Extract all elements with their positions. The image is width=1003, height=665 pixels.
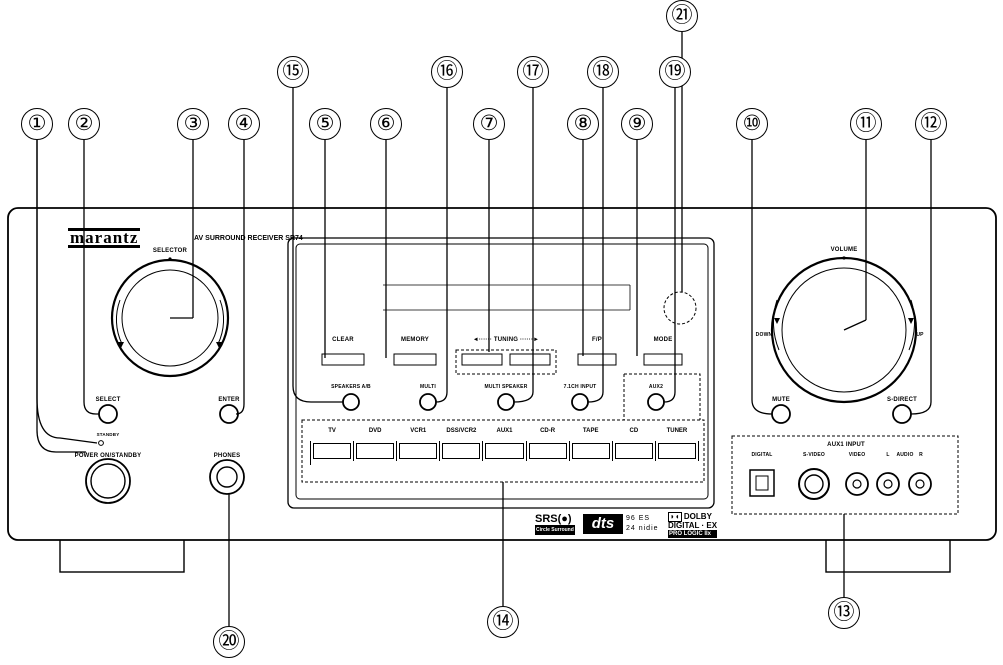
standby-label: STANDBY — [96, 432, 120, 437]
source-key — [528, 443, 567, 459]
callout-4: ④ — [228, 108, 260, 140]
mute-label: MUTE — [772, 397, 790, 403]
volume-label: VOLUME — [830, 247, 858, 253]
source-button-tape[interactable]: TAPE — [570, 428, 613, 461]
callout-3: ③ — [177, 108, 209, 140]
source-key — [657, 443, 696, 459]
source-key — [313, 443, 352, 459]
l-label: L — [886, 452, 890, 458]
callout-18: ⑱ — [587, 56, 619, 88]
source-label: TUNER — [666, 428, 688, 434]
display-inner — [295, 243, 709, 500]
source-button-row: TV DVD VCR1 DSS/VCR2 AUX1 CD-R TAPE CD TUNER — [310, 428, 699, 465]
callout-11: ⑪ — [850, 108, 882, 140]
source-key — [614, 443, 653, 459]
callout-6: ⑥ — [370, 108, 402, 140]
callout-12: ⑫ — [915, 108, 947, 140]
video-label: VIDEO — [848, 452, 866, 458]
source-button-tv[interactable]: TV — [311, 428, 355, 461]
power-label: POWER ON/STANDBY — [74, 453, 142, 459]
callout-21: ㉑ — [666, 0, 698, 32]
callout-8: ⑧ — [567, 108, 599, 140]
source-button-vcr1[interactable]: VCR1 — [397, 428, 441, 461]
right-foot — [825, 537, 951, 573]
source-button-aux1[interactable]: AUX1 — [483, 428, 527, 461]
source-button-tuner[interactable]: TUNER — [656, 428, 699, 461]
source-key — [571, 443, 610, 459]
source-label: VCR1 — [410, 428, 427, 434]
brand-logo: marantz — [68, 228, 141, 248]
digital-label: DIGITAL — [751, 452, 773, 458]
source-button-dss-vcr2[interactable]: DSS/VCR2 — [440, 428, 484, 461]
s-video-label: S-VIDEO — [803, 452, 825, 458]
callout-17: ⑰ — [517, 56, 549, 88]
model-name: AV SURROUND RECEIVER SR74 — [194, 235, 303, 242]
callout-14: ⑭ — [487, 606, 519, 638]
fp-label: F/P — [592, 337, 602, 343]
dts-logo: dts — [583, 514, 623, 534]
callout-1: ① — [21, 108, 53, 140]
tuning-label: ◄······ TUNING ······► — [472, 337, 540, 343]
callout-7: ⑦ — [473, 108, 505, 140]
dolby-logo: ◗◖ DOLBY DIGITAL · EX PRO LOGIC IIx — [668, 512, 718, 538]
callout-10: ⑩ — [736, 108, 768, 140]
source-key — [399, 443, 438, 459]
down-label: DOWN — [755, 332, 773, 338]
up-label: UP — [916, 332, 924, 338]
clear-label: CLEAR — [332, 337, 354, 343]
callout-19: ⑲ — [659, 56, 691, 88]
mode-label: MODE — [653, 337, 673, 343]
callout-13: ⑬ — [828, 597, 860, 629]
source-key — [485, 443, 524, 459]
display-frame — [287, 237, 715, 509]
source-button-cd-r[interactable]: CD-R — [527, 428, 570, 461]
remote-sensor — [663, 291, 697, 325]
s-direct-label: S-DIRECT — [887, 397, 917, 403]
source-label: DVD — [368, 428, 382, 434]
aux2-label: AUX2 — [648, 384, 664, 390]
callout-20: ⑳ — [213, 626, 245, 658]
selector-label: SELECTOR — [152, 248, 188, 254]
source-label: TAPE — [582, 428, 599, 434]
ch71-input-label: 7.1CH INPUT — [563, 384, 597, 390]
memory-label: MEMORY — [401, 337, 429, 343]
audio-label: AUDIO — [896, 452, 914, 458]
source-label: CD-R — [540, 428, 556, 434]
source-label: CD — [629, 428, 639, 434]
source-label: TV — [328, 428, 336, 434]
source-key — [442, 443, 481, 459]
callout-2: ② — [68, 108, 100, 140]
speakers-ab-label: SPEAKERS A/B — [331, 384, 371, 390]
dts-spec: 96 ES 24 nidie — [626, 515, 659, 532]
aux1-input-label: AUX1 INPUT — [827, 442, 865, 448]
r-label: R — [919, 452, 923, 458]
enter-label: ENTER — [218, 397, 240, 403]
phones-label: PHONES — [213, 453, 241, 459]
callout-5: ⑤ — [309, 108, 341, 140]
srs-logo: SRS(●) Circle Surround — [535, 513, 575, 535]
source-label: DSS/VCR2 — [446, 428, 477, 434]
select-label: SELECT — [95, 397, 121, 403]
source-button-dvd[interactable]: DVD — [354, 428, 398, 461]
multi-label: MULTI — [420, 384, 436, 390]
callout-16: ⑯ — [431, 56, 463, 88]
source-label: AUX1 — [496, 428, 513, 434]
callout-15: ⑮ — [277, 56, 309, 88]
left-foot — [59, 537, 185, 573]
source-button-cd[interactable]: CD — [613, 428, 656, 461]
multi-speaker-label: MULTI SPEAKER — [484, 384, 528, 390]
callout-9: ⑨ — [621, 108, 653, 140]
source-key — [356, 443, 395, 459]
